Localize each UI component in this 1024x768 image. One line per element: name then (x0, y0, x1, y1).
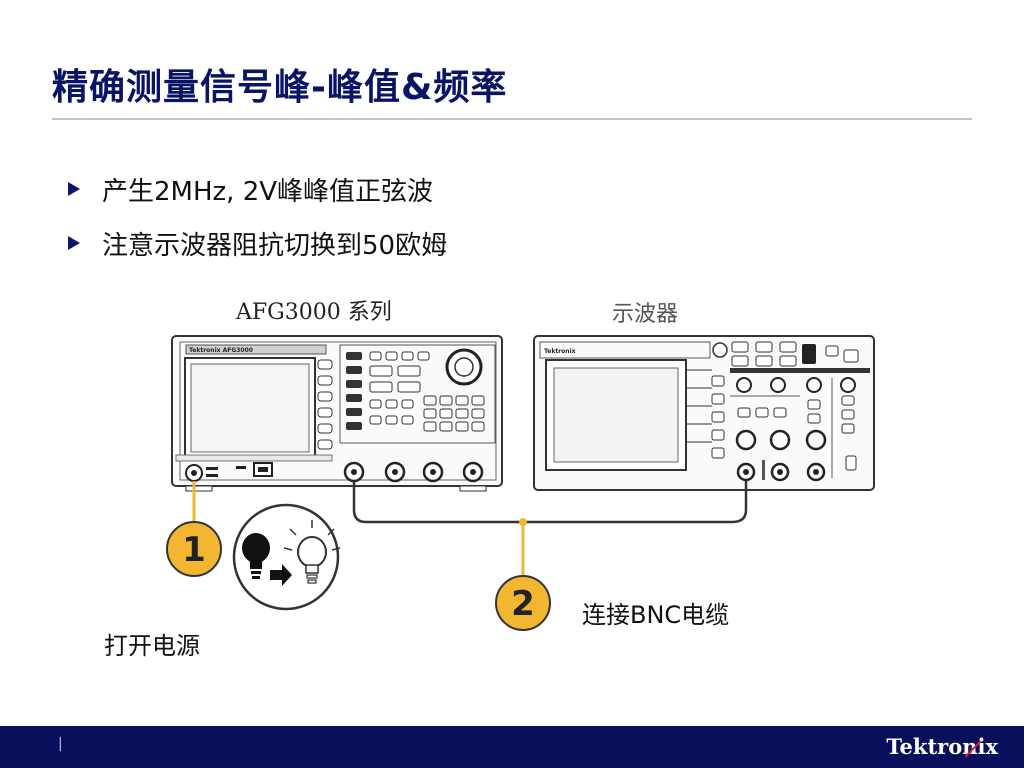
generator-caption: AFG3000 系列 (236, 300, 392, 325)
light-bulb-on-icon (232, 503, 341, 611)
scope-softkeys (686, 369, 725, 459)
footer-bar: | Tektronix (0, 726, 1024, 768)
scope-top-buttons (731, 341, 859, 367)
step2-label: 连接BNC电缆 (582, 601, 730, 629)
page-marker: | (58, 736, 63, 752)
generator-brand-label: Tektronix AFG3000 (189, 347, 253, 354)
step1-label: 打开电源 (104, 632, 200, 660)
generator-softkeys (317, 359, 333, 450)
step1-badge (166, 521, 222, 577)
slide-title: 精确测量信号峰-峰值&频率 (52, 67, 508, 108)
step2-number: 2 (511, 584, 535, 624)
bullet-text: 注意示波器阻抗切换到50欧姆 (102, 230, 448, 261)
scope-knobs (735, 377, 856, 451)
bullet-item: 产生2MHz, 2V峰峰值正弦波 (68, 162, 447, 216)
bullet-item: 注意示波器阻抗切换到50欧姆 (68, 216, 447, 270)
oscilloscope: Tektronix (533, 335, 875, 491)
generator-bnc-outputs (343, 461, 484, 483)
generator-button-grid (346, 351, 485, 432)
tektronix-logo: Tektronix (886, 734, 998, 759)
scope-brand-label: Tektronix (544, 348, 576, 355)
bnc-cable (352, 481, 748, 524)
title-divider (52, 118, 972, 120)
step1-number: 1 (182, 530, 206, 570)
bullet-arrow-icon (68, 182, 80, 196)
connection-diagram: Tektronix AFG3000 (166, 335, 875, 631)
scope-caption: 示波器 (612, 302, 679, 327)
bullet-text: 产生2MHz, 2V峰峰值正弦波 (102, 176, 434, 207)
bullet-arrow-icon (68, 236, 80, 250)
scope-bnc-inputs (736, 462, 826, 482)
step2-badge (495, 575, 551, 631)
bullet-list: 产生2MHz, 2V峰峰值正弦波 注意示波器阻抗切换到50欧姆 (68, 162, 447, 270)
function-generator: Tektronix AFG3000 (171, 335, 503, 492)
